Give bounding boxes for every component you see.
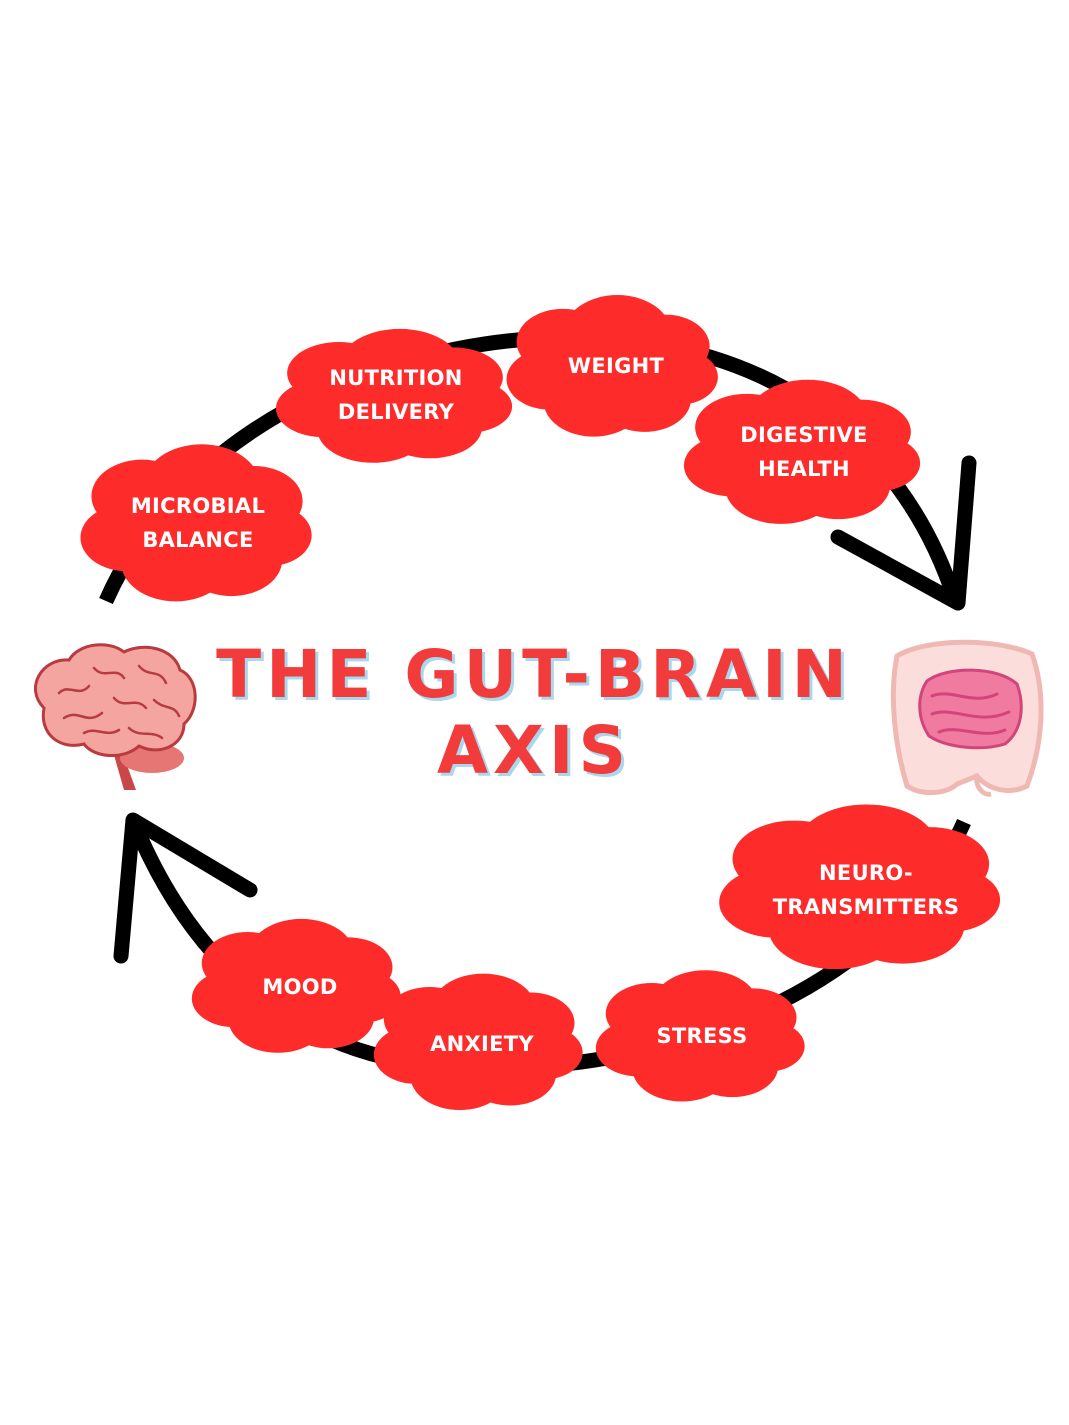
cloud-puff <box>771 831 953 943</box>
anxiety-label: ANXIETY <box>430 1032 534 1056</box>
nutrition-delivery-label: NUTRITION DELIVERY <box>329 366 463 424</box>
brain-icon <box>33 643 197 790</box>
neurotransmitters-label: NEURO- TRANSMITTERS <box>772 861 960 919</box>
cloud-puff <box>546 317 682 415</box>
cloud-puff <box>412 995 548 1089</box>
cloud-digestive-health <box>683 379 921 524</box>
weight-label: WEIGHT <box>567 354 665 378</box>
cloud-nutrition-delivery <box>275 328 513 463</box>
cloud-stress <box>595 970 805 1102</box>
cloud-puff <box>320 350 472 442</box>
cloud-puff <box>634 991 770 1081</box>
cloud-mood <box>191 918 401 1053</box>
cloud-weight <box>506 295 718 437</box>
intestine-icon <box>890 639 1044 797</box>
stress-label: STRESS <box>656 1024 748 1048</box>
mood-label: MOOD <box>262 975 338 999</box>
cloud-microbial-balance <box>80 444 312 602</box>
cloud-puff <box>123 469 273 577</box>
cloud-anxiety <box>373 973 583 1111</box>
diagram-title-line1: THE GUT-BRAIN <box>216 636 852 713</box>
diagram-title-line2: AXIS <box>436 712 632 789</box>
microbial-balance-label: MICROBIAL BALANCE <box>130 494 266 552</box>
digestive-health-label: DIGESTIVE HEALTH <box>740 423 868 481</box>
cloud-neurotransmitters <box>719 804 1001 970</box>
cloud-puff <box>230 940 366 1032</box>
cloud-puff <box>728 403 880 501</box>
cloud-group <box>80 295 1001 1111</box>
